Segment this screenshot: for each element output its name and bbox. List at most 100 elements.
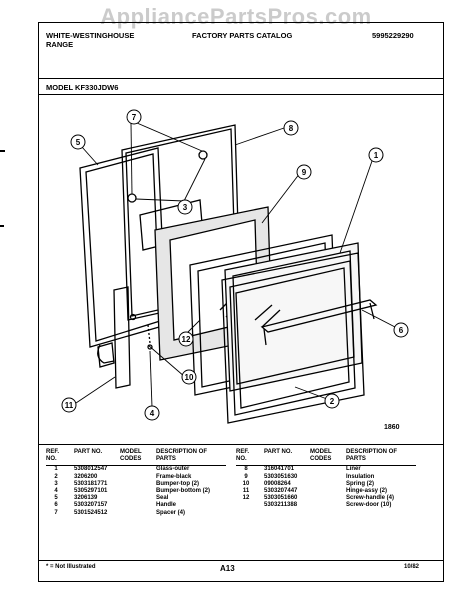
- ref-cell: 5: [54, 495, 58, 502]
- header-part-no: PART NO.: [74, 449, 120, 467]
- parts-row: 12 5303051660 Screw-handle (4): [236, 495, 416, 502]
- footer-rule: [38, 560, 444, 561]
- model-codes-cell: [310, 502, 346, 509]
- part-no-cell: 316041701: [264, 466, 295, 473]
- ref-cell: [236, 502, 264, 509]
- callout-11-label: 11: [65, 401, 74, 410]
- callout-10: 10: [181, 369, 197, 385]
- callout-2: 2: [324, 393, 340, 409]
- hinge-assembly-part: [97, 286, 131, 389]
- model-codes-cell: [120, 466, 156, 474]
- model-codes-cell: [310, 488, 346, 495]
- header-part-no: PART NO.: [264, 449, 310, 467]
- part-no-cell: 5303051660: [264, 495, 298, 502]
- ref-cell: 10: [242, 480, 250, 487]
- callout-2-label: 2: [330, 397, 335, 406]
- ref-cell: 1: [54, 466, 58, 473]
- part-no-cell: 5301524512: [74, 509, 108, 516]
- footer-note: * = Not Illustrated: [46, 564, 96, 570]
- part-no-cell: 5308012547: [74, 466, 108, 473]
- callout-3-label: 3: [183, 203, 188, 212]
- callout-5: 5: [70, 134, 86, 150]
- callout-3: 3: [177, 199, 193, 215]
- watermark-text: AppliancePartsPros.com: [100, 4, 372, 29]
- callout-1: 1: [368, 147, 384, 163]
- part-no-cell: 09008264: [264, 480, 291, 487]
- table-top-rule: [38, 444, 444, 445]
- description-cell: Handle: [156, 502, 177, 509]
- model-rule: [38, 94, 444, 95]
- model-codes-cell: [120, 510, 156, 517]
- callout-4-label: 4: [150, 409, 155, 418]
- model-codes-cell: [120, 481, 156, 488]
- model-codes-cell: [120, 495, 156, 502]
- figure-number: 1860: [384, 424, 400, 431]
- ref-cell: 4: [54, 488, 58, 495]
- model-codes-cell: [120, 488, 156, 495]
- description-cell: Frame-black: [156, 473, 192, 480]
- callout-1-label: 1: [374, 151, 379, 160]
- model-codes-cell: [310, 466, 346, 474]
- callout-8-label: 8: [289, 124, 294, 133]
- description-cell: Bumper-bottom (2): [156, 488, 210, 495]
- callout-9: 9: [296, 164, 312, 180]
- header-ref-no: REF. NO.: [46, 449, 74, 467]
- header-model-codes: MODEL CODES: [120, 449, 156, 467]
- parts-table-right: REF. NO. PART NO. MODEL CODES DESCRIPTIO…: [236, 449, 416, 510]
- description-cell: Screw-handle (4): [346, 495, 395, 502]
- revision-date: 10/82: [404, 564, 420, 570]
- model-codes-cell: [120, 502, 156, 509]
- parts-row: 1 5308012547 Glass-outer: [46, 466, 226, 474]
- parts-row: 9 5303051630 Insulation: [236, 474, 416, 481]
- part-no-cell: 5303207447: [264, 488, 298, 495]
- scan-artifact: [0, 225, 4, 227]
- callout-7: 7: [126, 109, 142, 125]
- small-hardware-parts: [129, 313, 153, 350]
- callout-6-label: 6: [399, 326, 404, 335]
- ref-cell: 8: [244, 466, 248, 473]
- ref-cell: 6: [54, 502, 58, 509]
- description-cell: Glass-outer: [156, 466, 190, 473]
- part-no-cell: 5303207157: [74, 502, 108, 509]
- ref-cell: 7: [54, 509, 58, 516]
- part-no-cell: 5303051630: [264, 473, 298, 480]
- brand-line-2: RANGE: [46, 40, 74, 49]
- header-model-codes: MODEL CODES: [310, 449, 346, 467]
- spacer-parts: [127, 150, 208, 203]
- model-codes-cell: [310, 495, 346, 502]
- description-cell: Seal: [156, 495, 169, 502]
- description-cell: Insulation: [346, 473, 375, 480]
- brand-line-1: WHITE-WESTINGHOUSE: [46, 31, 135, 40]
- model-codes-cell: [120, 474, 156, 481]
- ref-cell: 2: [54, 473, 58, 480]
- page-number: A13: [220, 564, 235, 573]
- callout-6: 6: [393, 322, 409, 338]
- callout-11: 11: [61, 397, 77, 413]
- ref-cell: 3: [54, 480, 58, 487]
- callout-12-label: 12: [182, 335, 191, 344]
- ref-cell: 11: [242, 488, 250, 495]
- scan-artifact: [0, 150, 5, 152]
- part-no-cell: 5303211388: [264, 502, 298, 509]
- catalog-title: FACTORY PARTS CATALOG: [192, 31, 293, 40]
- parts-row: 6 5303207157 Handle: [46, 502, 226, 509]
- model-codes-cell: [310, 474, 346, 481]
- header-description: DESCRIPTION OF PARTS: [346, 449, 416, 467]
- description-cell: Bumper-top (2): [156, 480, 199, 487]
- header-ref-no: REF. NO.: [236, 449, 264, 467]
- part-no-cell: 5303181771: [74, 480, 108, 487]
- ref-cell: 9: [244, 473, 248, 480]
- callout-9-label: 9: [302, 168, 307, 177]
- ref-cell: 12: [242, 495, 250, 502]
- callout-10-label: 10: [185, 373, 194, 382]
- model-number: MODEL KF330JDW6: [46, 83, 119, 92]
- catalog-page-frame: [38, 22, 444, 582]
- frame-black-part: [221, 252, 365, 424]
